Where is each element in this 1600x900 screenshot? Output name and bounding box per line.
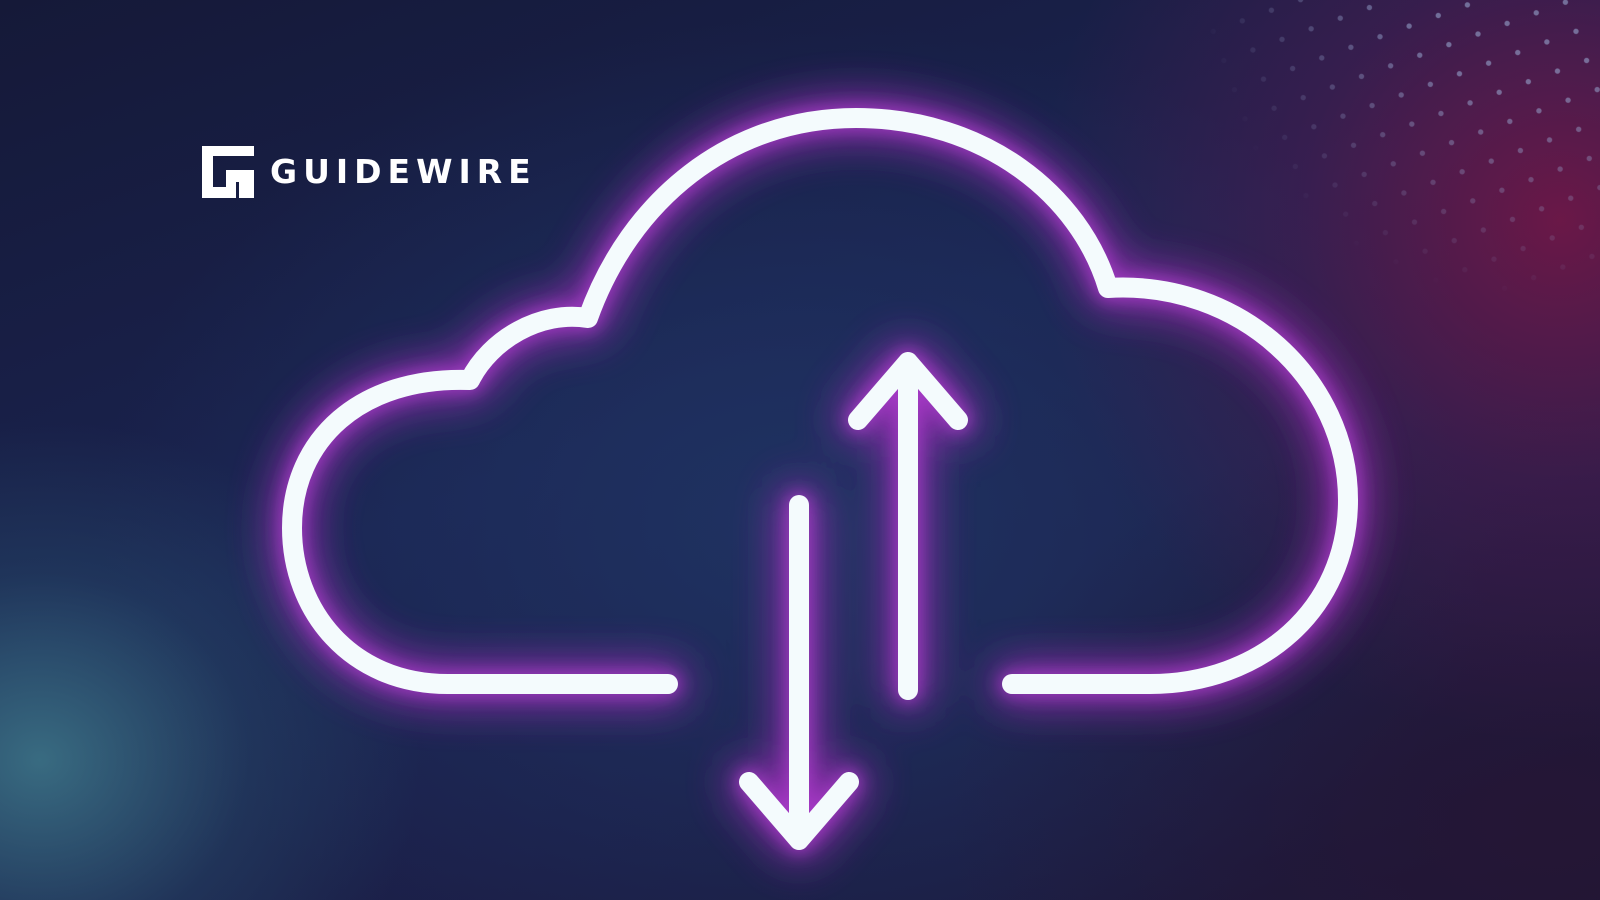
brand-logo: GUIDEWIRE xyxy=(202,146,537,198)
guidewire-g-mark-icon xyxy=(202,146,254,198)
brand-name: GUIDEWIRE xyxy=(270,152,537,191)
cloud-outline-icon xyxy=(282,108,1358,694)
arrow-up-icon xyxy=(848,352,968,700)
arrow-down-icon xyxy=(739,495,859,850)
